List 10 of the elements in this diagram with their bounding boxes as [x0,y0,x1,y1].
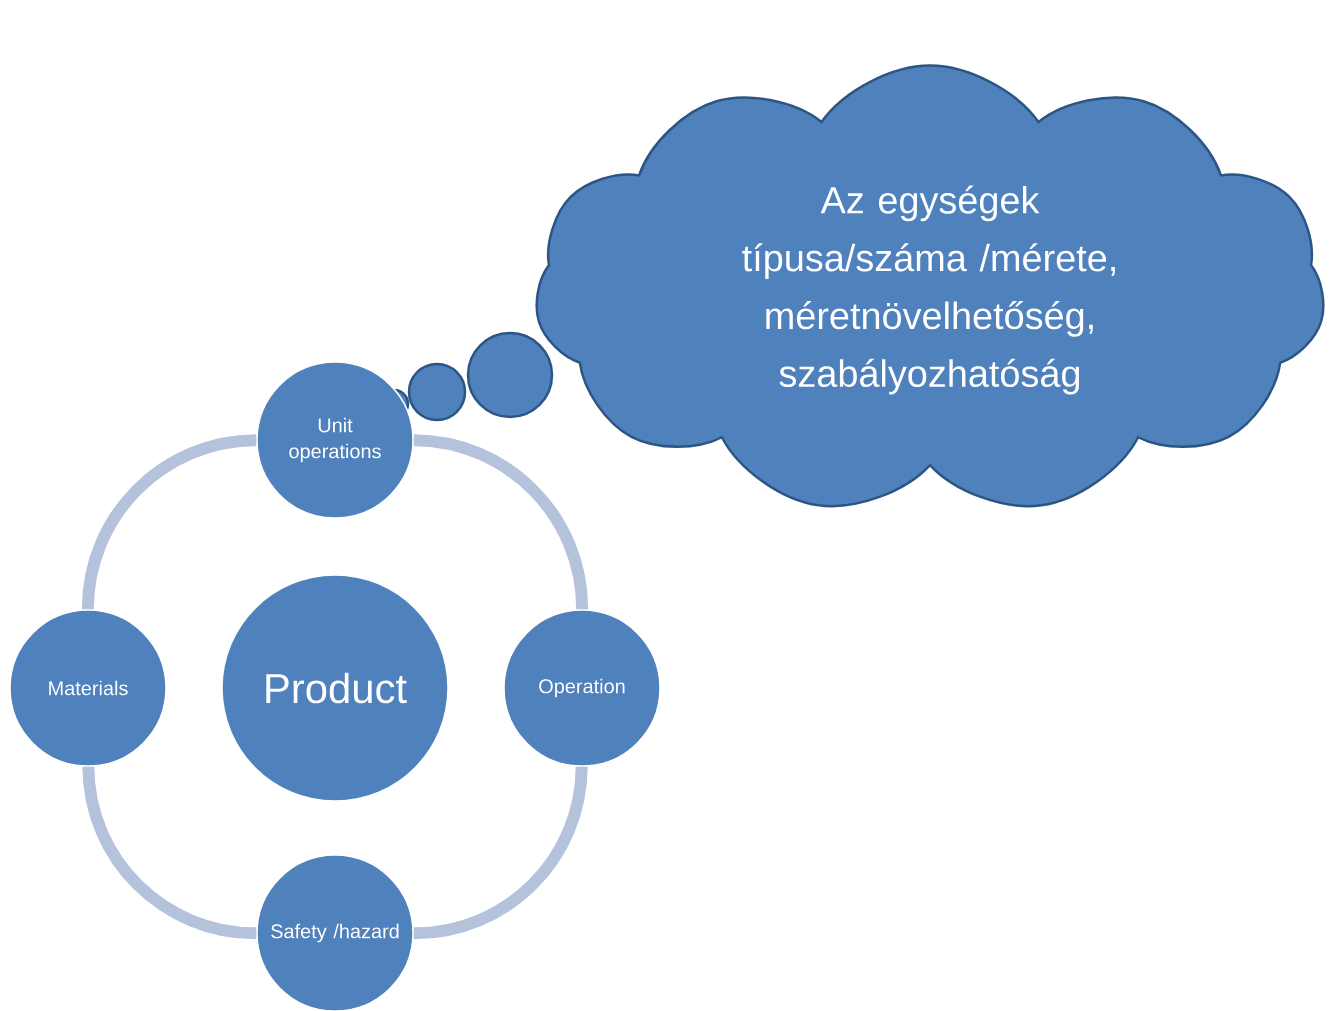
ring-arc [82,766,257,940]
circle-node: Safety /hazard [256,854,414,1011]
circle-node: Product [221,574,449,802]
circle-node: Unit operations [256,361,414,519]
circle-node: Materials [9,609,167,767]
ring-arc [413,766,588,940]
ring-arc [81,434,257,610]
circle-node: Operation [503,609,661,767]
thought-cloud: Az egységek típusa/száma /mérete, méretnövelhetőség, szabályozhatóság [535,64,1325,508]
ring-arc [413,434,589,610]
